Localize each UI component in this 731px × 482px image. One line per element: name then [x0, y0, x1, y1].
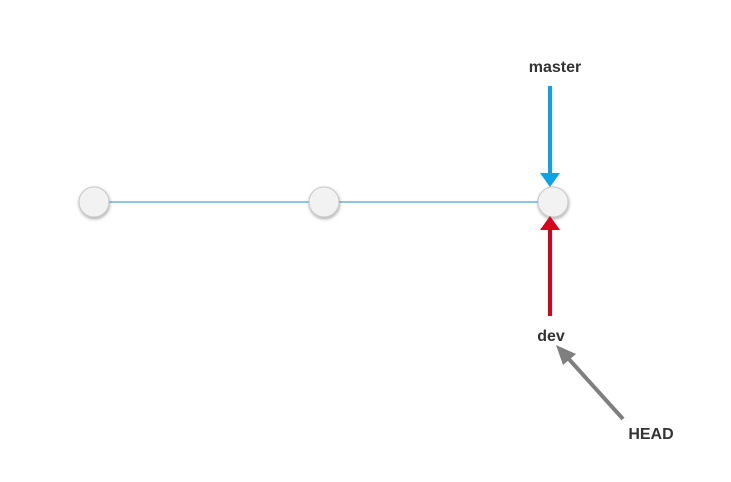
head-label: HEAD	[628, 426, 673, 443]
master-arrow	[540, 86, 560, 187]
dev-arrow	[540, 216, 560, 316]
master-label: master	[529, 59, 581, 76]
commit-node-1	[78, 186, 110, 218]
head-arrow	[556, 345, 625, 421]
commit-node-2	[308, 186, 340, 218]
dev-label: dev	[537, 328, 565, 345]
commit-node-3	[537, 186, 569, 218]
